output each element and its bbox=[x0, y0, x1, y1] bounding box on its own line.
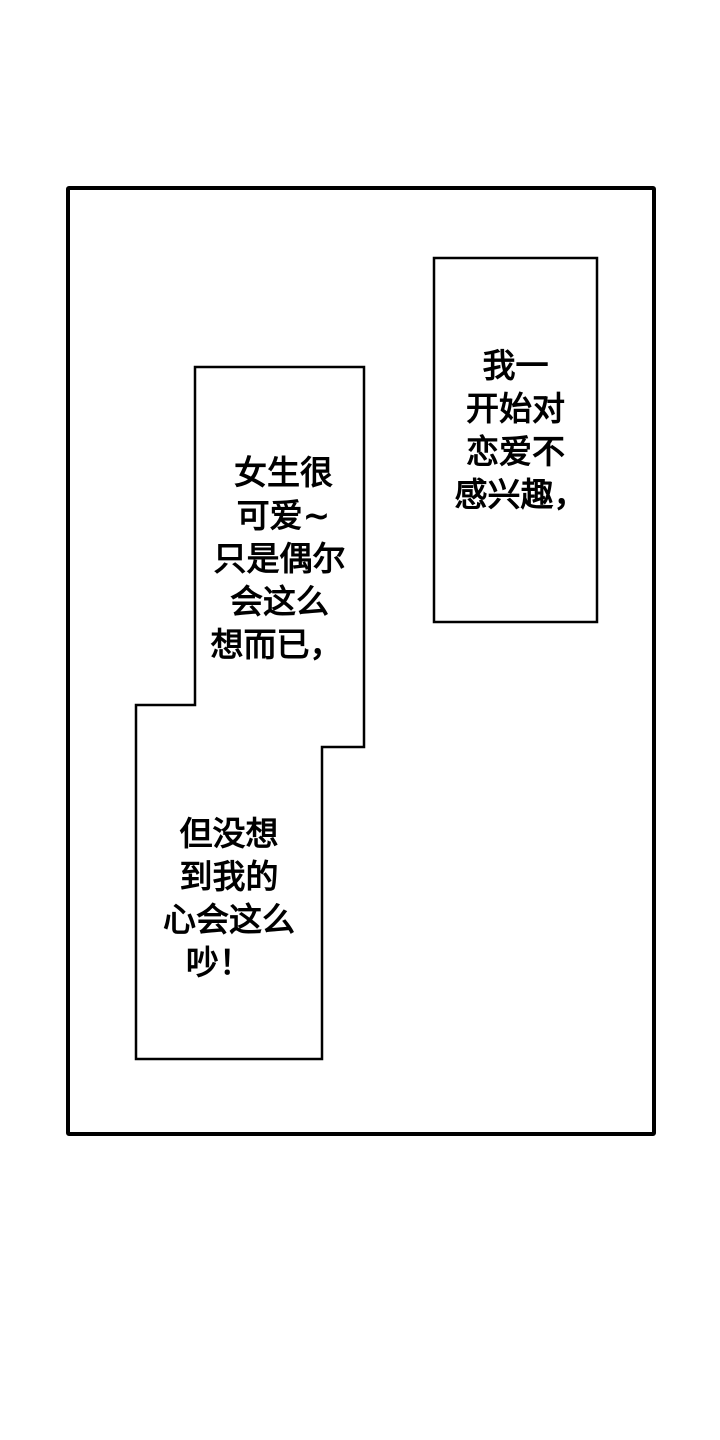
caption-line: 只是偶尔 bbox=[213, 539, 346, 578]
caption-line: 但没想 bbox=[179, 814, 279, 853]
left-caption-box bbox=[134, 365, 366, 1061]
caption-line: 感兴趣， bbox=[454, 475, 587, 514]
caption-line: 可爱~ bbox=[236, 496, 331, 535]
caption-line: 恋爱不 bbox=[466, 432, 565, 471]
caption-line: 我一 bbox=[482, 346, 549, 385]
caption-line: 开始对 bbox=[466, 389, 565, 428]
caption-line: 女生很 bbox=[234, 453, 333, 492]
right-caption-box bbox=[432, 256, 599, 624]
caption-line: 到我的 bbox=[179, 857, 279, 896]
right-caption-text: 我一 开始对 恋爱不 感兴趣， bbox=[434, 344, 597, 516]
caption-line: 想而已， bbox=[210, 625, 343, 664]
caption-line: 心会这么 bbox=[163, 900, 295, 939]
left-lower-caption-text: 但没想 到我的 心会这么 吵！ bbox=[136, 812, 322, 984]
caption-line: 吵！ bbox=[186, 943, 252, 982]
caption-line: 会这么 bbox=[230, 582, 329, 621]
left-upper-caption-text: 女生很 可爱~ 只是偶尔 会这么 想而已， bbox=[195, 451, 364, 666]
